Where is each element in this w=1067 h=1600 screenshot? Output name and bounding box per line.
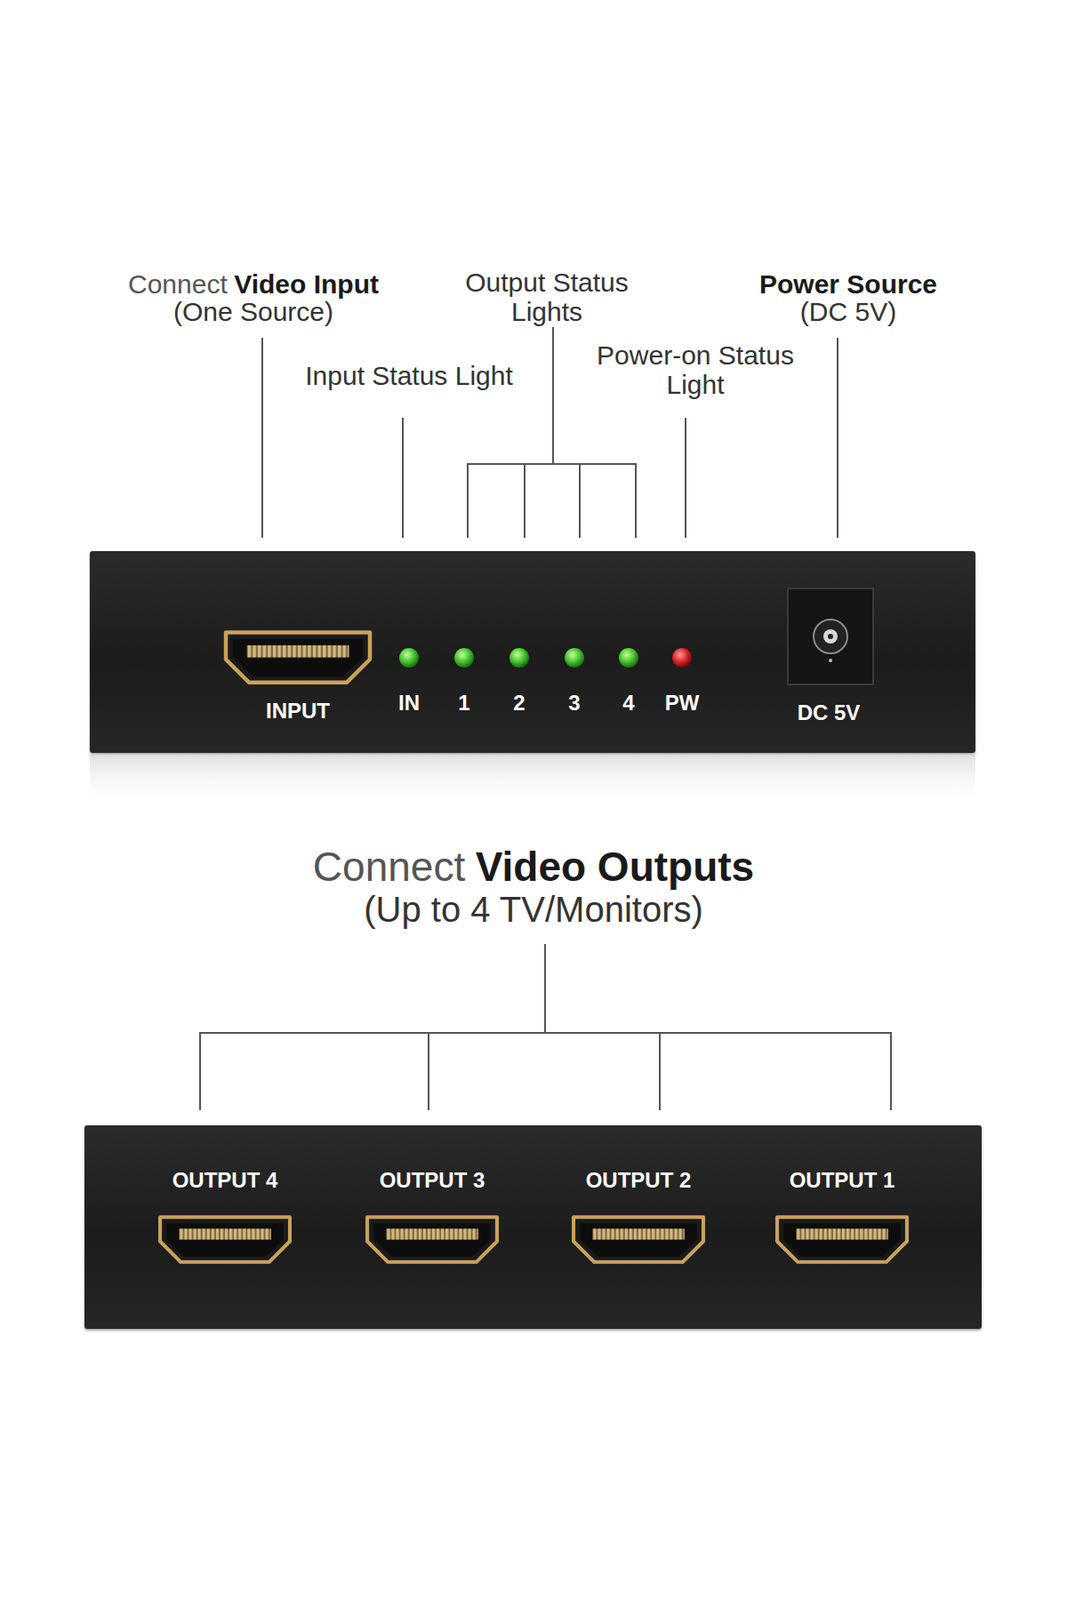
panel-label: OUTPUT 2 [585,1170,692,1192]
callout-text: (One Source) [173,296,334,327]
panel-label: DC 5V [797,702,861,724]
panel-label: OUTPUT 3 [379,1170,486,1192]
callout-text: Input Status Light [275,361,543,391]
callout-label: Power Source [759,269,938,299]
panel-label: OUTPUT 4 [172,1170,279,1192]
callout-label: Connect [128,269,228,299]
panel-label: PW [665,692,700,715]
callout-label: Output Status Lights [465,267,628,327]
callout-text: ConnectVideo Outputs [312,844,755,891]
panel-label: OUTPUT 1 [789,1170,896,1192]
dc-jack [787,588,874,685]
leader-lines [200,327,891,1111]
callout-label: Input Status Light [304,361,514,391]
callout-label: Video Outputs [475,843,755,891]
callout-text: (Up to 4 TV/Monitors) [363,890,704,930]
panel-label: IN [398,692,420,715]
callout-text: Power-on Status Light [593,340,798,400]
panel-label: 3 [568,692,580,715]
callout-label: Power-on Status Light [596,340,795,400]
callout-text: Output Status Lights [444,267,650,327]
panel-label: 1 [457,692,470,715]
panel-label: 2 [513,692,525,715]
callout-text: ConnectVideo Input [128,269,379,299]
callout-label: (One Source) [173,296,334,327]
hdmi-port [573,1217,704,1263]
hdmi-port [160,1217,290,1263]
hdmi-port [225,632,370,682]
callout-label: Connect [312,843,466,891]
panel-label: 4 [622,692,634,715]
callout-text: (DC 5V) [800,296,897,327]
panel-label: INPUT [265,700,330,723]
status-leds [399,648,692,668]
callout-label: (DC 5V) [800,296,897,327]
reflection [89,754,976,809]
callout-text: Power Source [759,269,938,299]
hdmi-port [777,1217,907,1263]
hdmi-port [367,1217,498,1263]
callout-label: (Up to 4 TV/Monitors) [363,890,704,930]
callout-label: Video Input [233,269,379,299]
